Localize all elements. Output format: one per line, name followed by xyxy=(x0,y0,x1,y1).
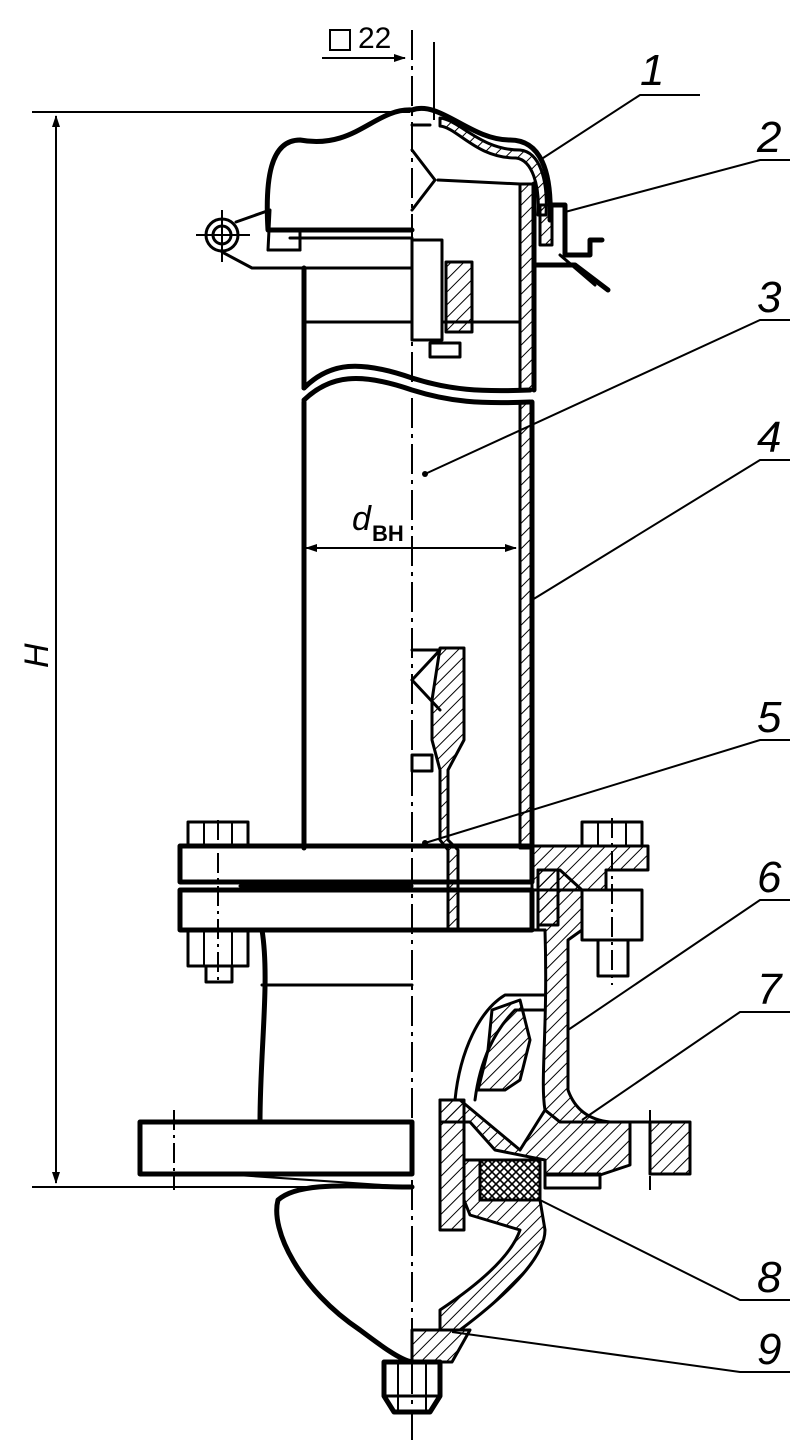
callout-5: 5 xyxy=(757,693,782,742)
callout-2: 2 xyxy=(756,113,781,162)
upper-body xyxy=(301,181,537,406)
height-dimension-label: H xyxy=(18,643,56,668)
valve-disc xyxy=(221,1098,547,1415)
main-pipe xyxy=(301,399,535,932)
flange-connection xyxy=(177,818,650,985)
leader-dot-3 xyxy=(422,471,428,477)
callout-6: 6 xyxy=(757,853,782,902)
ring-handle xyxy=(196,208,414,270)
lower-body xyxy=(257,868,612,1125)
callout-7: 7 xyxy=(757,965,783,1014)
diameter-dimension: d ВН xyxy=(305,500,517,552)
callout-8: 8 xyxy=(757,1253,782,1302)
diameter-dimension-subscript: ВН xyxy=(372,521,404,546)
bracket xyxy=(531,202,611,293)
leader-lines xyxy=(422,94,790,1373)
square-dimension: 22 xyxy=(322,22,435,120)
callout-1: 1 xyxy=(640,46,664,95)
cap xyxy=(264,105,553,233)
callout-4: 4 xyxy=(757,413,781,462)
diameter-dimension-label: d xyxy=(352,500,372,538)
callout-9: 9 xyxy=(757,1325,781,1374)
square-dimension-value: 22 xyxy=(358,22,391,55)
leader-dot-5 xyxy=(422,840,428,846)
base-flange xyxy=(137,1098,692,1190)
height-dimension: H xyxy=(18,111,410,1188)
callout-3: 3 xyxy=(757,273,782,322)
